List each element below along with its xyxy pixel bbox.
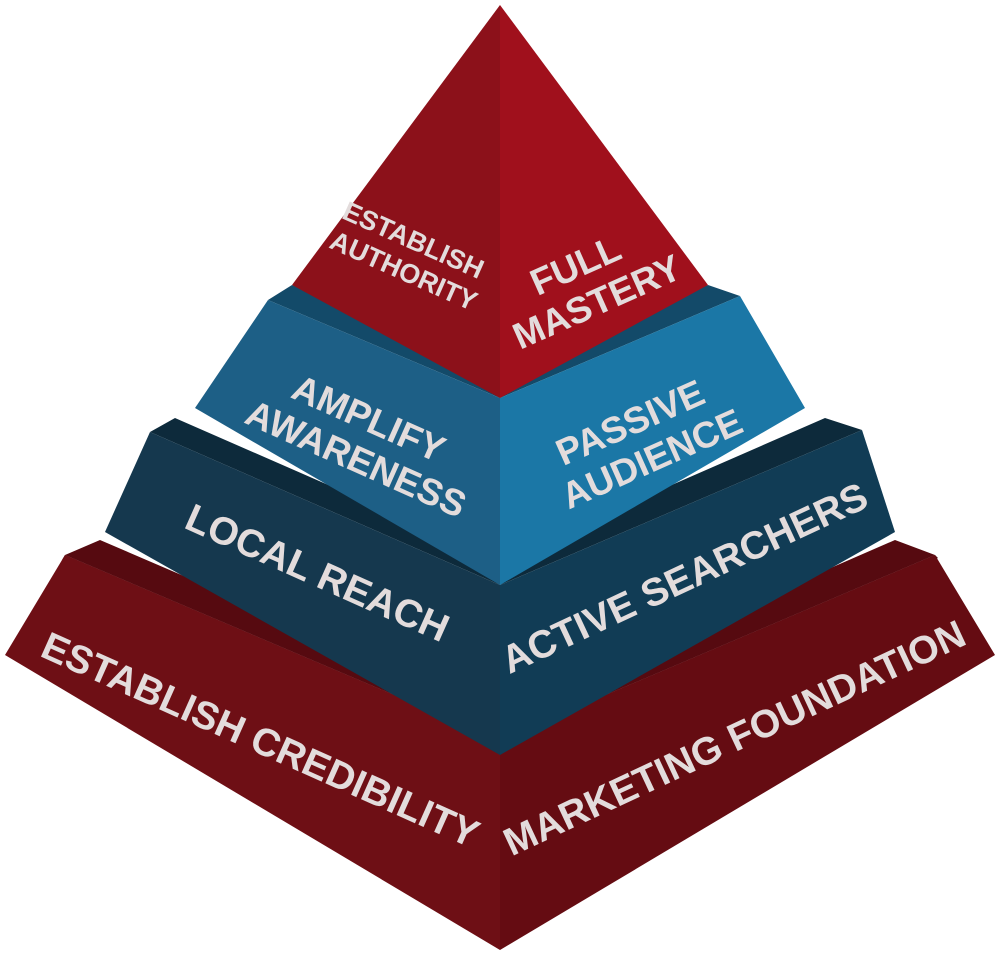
tier-base-left-face: [5, 555, 500, 950]
tier-top: [292, 5, 708, 398]
tier-base-right-face: [500, 555, 995, 950]
tier-lower-middle: [105, 418, 895, 755]
tier-top-right-face: [500, 5, 708, 398]
tier-top-left-face: [292, 5, 500, 398]
tier-upper-middle-left-face: [195, 300, 500, 585]
tier-lower-middle-right-face: [500, 430, 895, 755]
tier-upper-middle-right-face: [500, 296, 805, 585]
tier-lower-middle-left-face: [105, 432, 500, 755]
tier-lower-middle-top: [150, 418, 862, 585]
tier-base: [5, 540, 995, 950]
